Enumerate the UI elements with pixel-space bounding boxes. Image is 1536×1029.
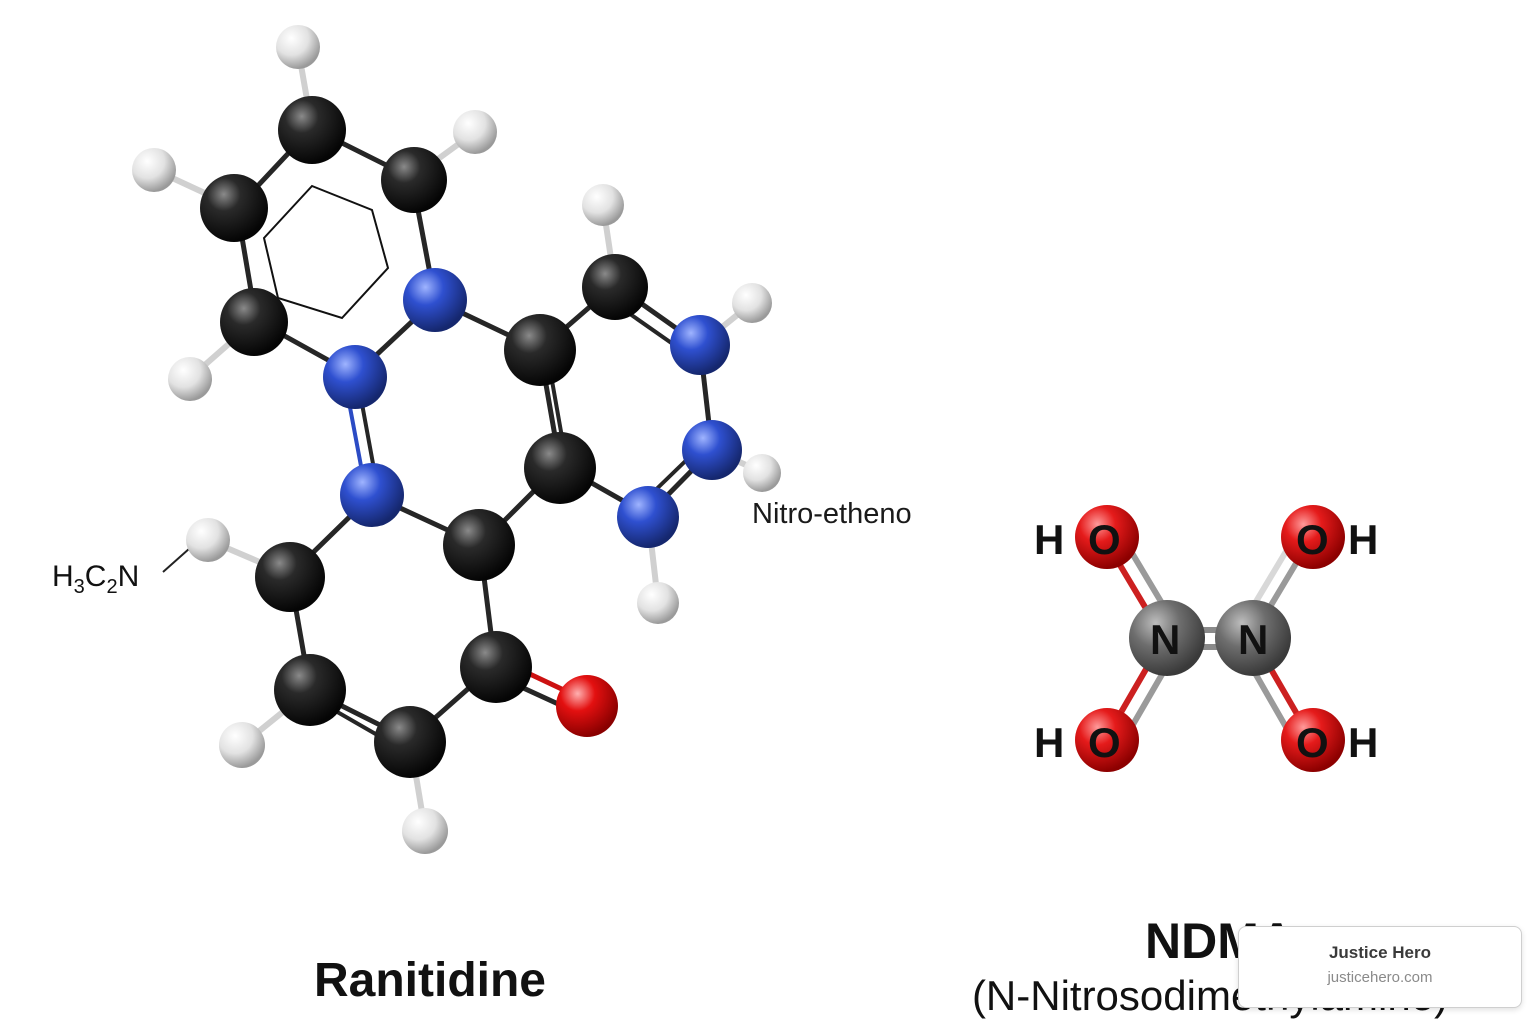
hydrogen-atom: [186, 518, 230, 562]
side-label-part: N: [117, 560, 140, 593]
carbon-atom: [524, 432, 596, 504]
ranitidine-h-bonds: [152, 45, 765, 833]
atom-label-h: H: [1034, 516, 1064, 563]
nitrogen-atom: [323, 345, 387, 409]
nitrogen-atom: [682, 420, 742, 480]
hydrogen-atom: [637, 582, 679, 624]
side-label-connector: [162, 547, 191, 573]
watermark-badge[interactable]: Justice Hero justicehero.com: [1238, 926, 1522, 1008]
oxygen-atom: [1281, 505, 1345, 569]
ndma-atoms: [1075, 505, 1345, 772]
atom-label-h: H: [1034, 719, 1064, 766]
carbon-atom: [278, 96, 346, 164]
carbon-atom: [255, 542, 325, 612]
oxygen-atom: [1281, 708, 1345, 772]
nitrogen-atom: [670, 315, 730, 375]
hydrogen-atom: [743, 454, 781, 492]
ranitidine-title: Ranitidine: [313, 954, 546, 1007]
nitrogen-atom: [617, 486, 679, 548]
hydrogen-atom: [582, 184, 624, 226]
oxygen-atom: [556, 675, 618, 737]
carbon-atom: [374, 706, 446, 778]
watermark-brand-name: Justice Hero: [1328, 943, 1432, 962]
hydrogen-atom: [402, 808, 448, 854]
ndma-atom-labels: H O O H H O O H N N: [1034, 516, 1378, 766]
atom-label-o: O: [1296, 719, 1329, 766]
carbon-atom: [460, 631, 532, 703]
nitrogen-atom: [1215, 600, 1291, 676]
atom-label-o: O: [1296, 516, 1329, 563]
side-label-subscript: 3: [73, 576, 85, 598]
nitrogen-atoms: [323, 268, 742, 548]
oxygen-atom: [1075, 505, 1139, 569]
atom-label-h: H: [1348, 516, 1378, 563]
side-label-part: C: [84, 560, 107, 593]
hydrogen-atom: [453, 110, 497, 154]
carbon-atom: [504, 314, 576, 386]
atom-label-n: N: [1150, 616, 1180, 663]
carbon-atom: [582, 254, 648, 320]
hydrogen-atom: [219, 722, 265, 768]
nitro-etheno-annotation: Nitro-etheno: [752, 498, 912, 530]
nitrogen-atom: [1129, 600, 1205, 676]
atom-label-n: N: [1238, 616, 1268, 663]
carbon-atoms: [200, 96, 648, 778]
atom-label-h: H: [1348, 719, 1378, 766]
hydrogen-atoms: [132, 25, 781, 854]
nitrogen-atom: [403, 268, 467, 332]
oxygen-atom: [1075, 708, 1139, 772]
side-label-part: H: [52, 560, 74, 593]
carbon-atom: [220, 288, 288, 356]
aromatic-ring-marker: [262, 184, 390, 320]
hydrogen-atom: [132, 148, 176, 192]
carbon-atom: [274, 654, 346, 726]
atom-label-o: O: [1088, 719, 1121, 766]
side-chain-label: H3C2N: [52, 560, 139, 599]
carbon-atom: [200, 174, 268, 242]
hydrogen-atom: [168, 357, 212, 401]
watermark-url[interactable]: justicehero.com: [1327, 969, 1433, 986]
hydrogen-atom: [276, 25, 320, 69]
side-label-subscript: 2: [106, 576, 118, 598]
carbon-atom: [381, 147, 447, 213]
hydrogen-atom: [732, 283, 772, 323]
nitrogen-atom: [340, 463, 404, 527]
carbon-atom: [443, 509, 515, 581]
atom-label-o: O: [1088, 516, 1121, 563]
